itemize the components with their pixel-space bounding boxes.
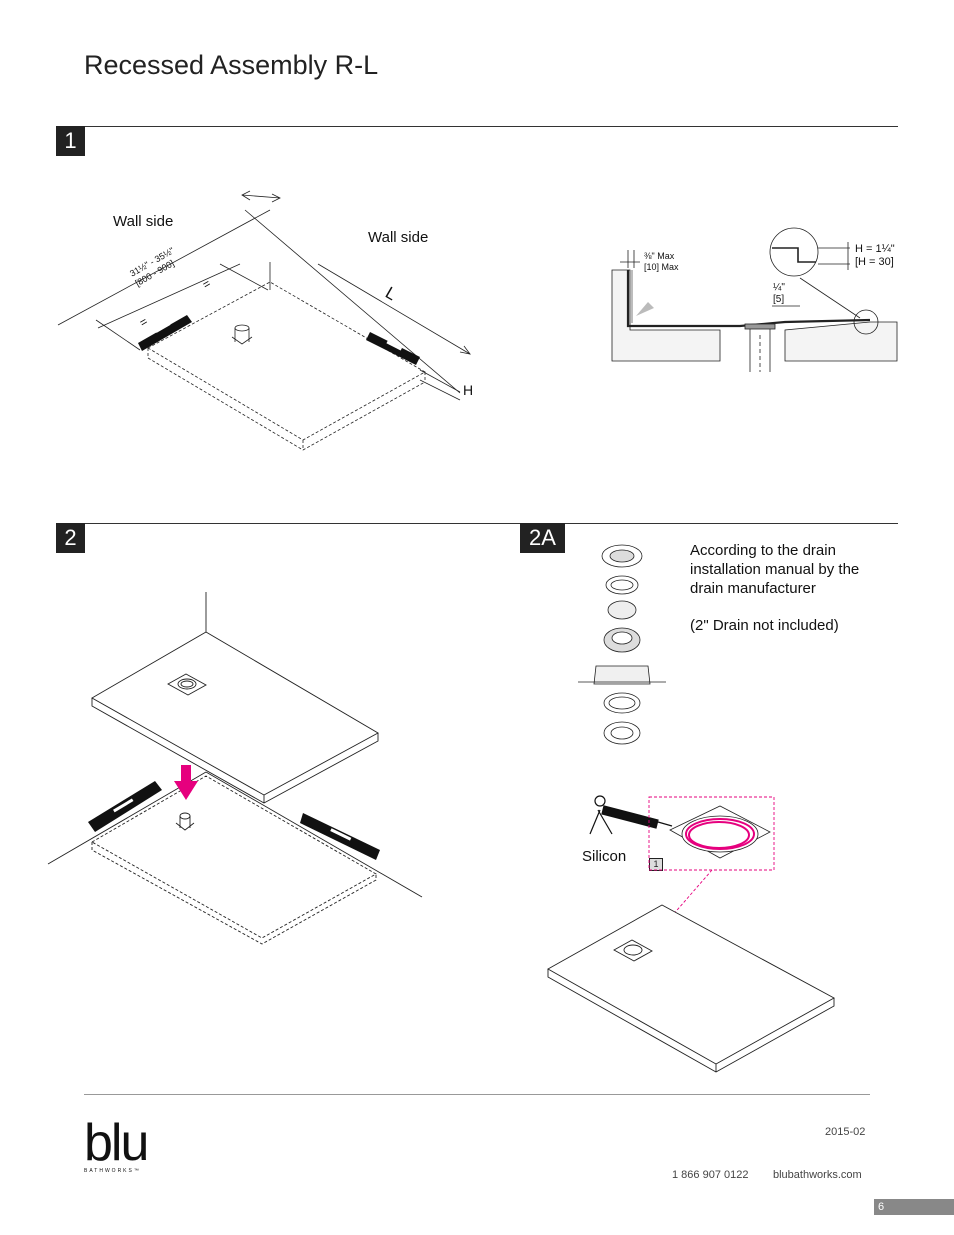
- lip-detail-label: ¼" [5]: [773, 282, 785, 305]
- brand-wordmark: blu: [84, 1114, 149, 1172]
- base-placement-diagram: [47, 592, 423, 945]
- step1-divider: [56, 126, 898, 127]
- step1-badge: 1: [56, 126, 85, 156]
- silicon-application-diagram: [547, 795, 835, 1073]
- height-dimension-label: H: [463, 382, 474, 398]
- page-title: Recessed Assembly R-L: [84, 50, 379, 80]
- gap-max-label: ⅜" Max [10] Max: [644, 251, 679, 272]
- drain-exploded-view: [578, 544, 666, 745]
- step2-divider: [56, 523, 898, 524]
- footer-divider: [84, 1094, 870, 1095]
- brand-logo: blu BATHWORKS™: [84, 1114, 149, 1174]
- silicon-label: Silicon: [582, 848, 627, 865]
- drain-not-included-note: (2" Drain not included): [690, 617, 839, 634]
- step2a-badge: 2A: [520, 523, 565, 553]
- website-link[interactable]: blubathworks.com: [773, 1169, 862, 1181]
- phone-number: 1 866 907 0122: [672, 1169, 749, 1181]
- wall-side-left-label: Wall side: [113, 213, 174, 230]
- callout-number-box: 1: [649, 858, 663, 871]
- date-code: 2015-02: [825, 1126, 866, 1138]
- brand-subtitle: BATHWORKS™: [84, 1168, 141, 1174]
- height-detail-label: H = 1¼" [H = 30]: [855, 243, 895, 268]
- step2-badge: 2: [56, 523, 85, 553]
- drain-instruction-note: According to the drain installation manu…: [690, 542, 860, 597]
- page-number: 6: [874, 1199, 954, 1215]
- cross-section-detail: [611, 227, 898, 372]
- wall-side-right-label: Wall side: [368, 229, 429, 246]
- recess-isometric-diagram: [57, 190, 471, 451]
